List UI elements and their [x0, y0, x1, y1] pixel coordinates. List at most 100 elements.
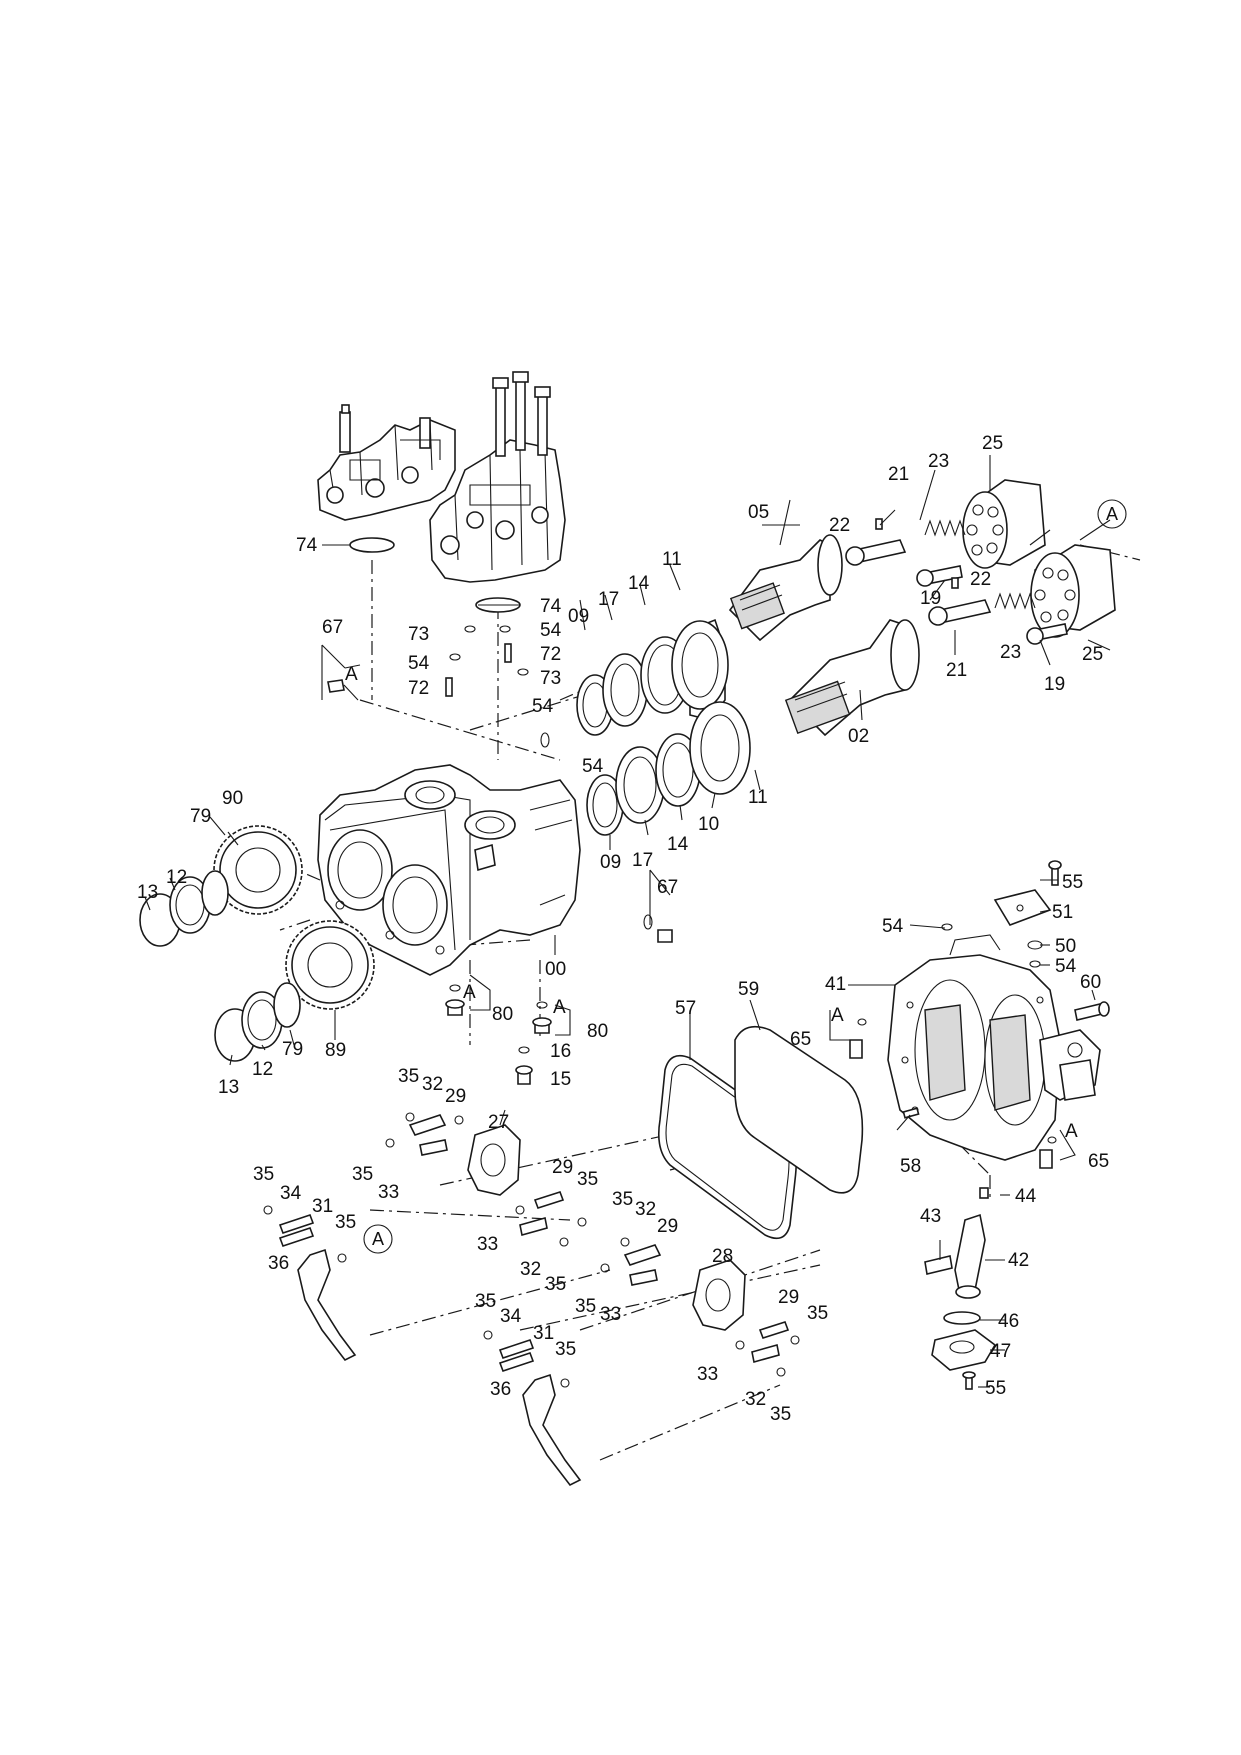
label-11: 11 [748, 787, 768, 808]
label-72: 72 [540, 644, 561, 665]
label-89: 89 [325, 1040, 346, 1061]
label-14: 14 [628, 573, 650, 594]
label-32: 32 [520, 1259, 541, 1280]
springs-23 [924, 519, 1036, 610]
plugs-80 [445, 914, 673, 1085]
label-29: 29 [445, 1086, 466, 1107]
label-54: 54 [532, 696, 554, 717]
label-55: 55 [1062, 872, 1083, 893]
bearings-lower [586, 701, 751, 836]
label-65: 65 [1088, 1151, 1109, 1172]
label-21: 21 [888, 464, 909, 485]
label-54: 54 [408, 653, 430, 674]
label-79: 79 [282, 1039, 303, 1060]
label-19: 19 [920, 588, 941, 609]
callout-leaders [144, 455, 1111, 1388]
label-23: 23 [928, 451, 949, 472]
shift-assembly-27 [408, 1114, 565, 1237]
gasket-57 [657, 1054, 798, 1240]
label-33: 33 [600, 1304, 621, 1325]
ref-mark-text: A [831, 1005, 844, 1026]
label-34: 34 [280, 1183, 302, 1204]
ref-mark-text: A [1106, 504, 1118, 524]
label-29: 29 [552, 1157, 573, 1178]
label-35: 35 [335, 1212, 356, 1233]
label-33: 33 [477, 1234, 498, 1255]
label-58: 58 [900, 1156, 921, 1177]
label-42: 42 [1008, 1250, 1029, 1271]
label-34: 34 [500, 1306, 522, 1327]
label-05: 05 [748, 502, 769, 523]
label-36: 36 [490, 1379, 511, 1400]
label-11: 11 [662, 549, 682, 570]
label-35: 35 [770, 1404, 791, 1425]
small-fasteners [385, 1112, 800, 1377]
shift-assembly-28 [623, 1244, 790, 1364]
label-22: 22 [970, 569, 991, 590]
label-22: 22 [829, 515, 850, 536]
label-33: 33 [697, 1364, 718, 1385]
label-12: 12 [252, 1059, 273, 1080]
ref-mark-text: A [1065, 1121, 1078, 1142]
label-74: 74 [296, 535, 318, 556]
label-59: 59 [738, 979, 759, 1000]
label-67: 67 [657, 877, 678, 898]
control-valve-right [429, 371, 566, 613]
label-27: 27 [488, 1112, 509, 1133]
label-74: 74 [540, 596, 562, 617]
label-31: 31 [312, 1196, 333, 1217]
label-41: 41 [825, 974, 846, 995]
cylinder-block-lower-25 [1030, 544, 1116, 638]
label-35: 35 [575, 1296, 596, 1317]
ref-brackets [321, 644, 1076, 1161]
label-13: 13 [218, 1077, 239, 1098]
label-14: 14 [667, 834, 689, 855]
label-35: 35 [253, 1164, 274, 1185]
label-47: 47 [990, 1341, 1011, 1362]
label-57: 57 [675, 998, 696, 1019]
label-10: 10 [698, 814, 719, 835]
label-29: 29 [657, 1216, 678, 1237]
label-73: 73 [408, 624, 429, 645]
label-35: 35 [807, 1303, 828, 1324]
label-54: 54 [582, 756, 604, 777]
cover-59 [734, 1025, 864, 1194]
label-02: 02 [848, 726, 869, 747]
side-housing-41 [887, 934, 1101, 1161]
label-67: 67 [322, 617, 343, 638]
label-80: 80 [492, 1004, 513, 1025]
bearings-upper [576, 618, 729, 736]
part-labels: 74 74 67 73 54 72 54 72 73 54 54 09 17 1… [137, 433, 1109, 1425]
label-35: 35 [577, 1169, 598, 1190]
cylinder-block-upper-25 [962, 479, 1046, 569]
pistons-21-19 [845, 518, 1068, 645]
label-73: 73 [540, 668, 561, 689]
label-19: 19 [1044, 674, 1065, 695]
label-54: 54 [540, 620, 562, 641]
label-35: 35 [545, 1274, 566, 1295]
label-25: 25 [982, 433, 1003, 454]
label-51: 51 [1052, 902, 1073, 923]
valve-small-parts [327, 625, 550, 748]
rings-upper-left [139, 870, 229, 947]
plain-a-markers: A A A A A [345, 664, 1078, 1142]
label-55: 55 [985, 1378, 1006, 1399]
label-90: 90 [222, 788, 243, 809]
shift-fork-lower [483, 1330, 582, 1487]
label-50: 50 [1055, 936, 1076, 957]
label-36: 36 [268, 1253, 289, 1274]
strainer-42 [924, 1213, 997, 1390]
label-65: 65 [790, 1029, 811, 1050]
shift-fork-upper [263, 1205, 357, 1362]
ref-mark-text: A [345, 664, 358, 685]
label-32: 32 [635, 1199, 656, 1220]
label-23: 23 [1000, 642, 1021, 663]
label-31: 31 [533, 1323, 554, 1344]
label-35: 35 [555, 1339, 576, 1360]
label-32: 32 [745, 1389, 766, 1410]
gear-89 [285, 920, 375, 1010]
label-25: 25 [1082, 644, 1103, 665]
label-33: 33 [378, 1182, 399, 1203]
side-housing-small-parts [849, 860, 1110, 1199]
label-54: 54 [1055, 956, 1077, 977]
